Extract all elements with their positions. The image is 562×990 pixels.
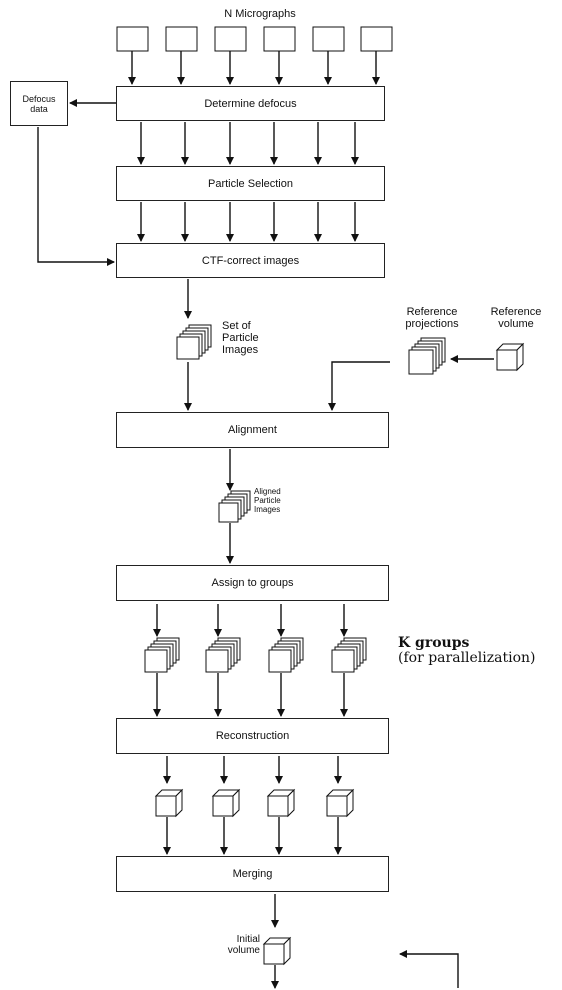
- group-stack-1-front: [144, 649, 168, 673]
- reference-projections-line2: projections: [405, 318, 459, 330]
- aligned-particles-line3: Images: [254, 505, 281, 514]
- group-stack-1: [144, 637, 180, 673]
- initial-volume-line1: Initial: [236, 934, 260, 945]
- defocus-data-box: Defocus data: [10, 81, 68, 126]
- set-of-particles-line1: Set of: [222, 320, 251, 332]
- initial-volume-label: Initial volume: [206, 934, 260, 956]
- reference-projections-label: Reference projections: [392, 306, 472, 330]
- aligned-particle-stack: [218, 490, 251, 523]
- aligned-particle-stack-front: [218, 502, 239, 523]
- reference-projections-line1: Reference: [406, 306, 458, 318]
- reference-volume-label: Reference volume: [476, 306, 556, 330]
- reference-volume-cube-front: [496, 349, 518, 371]
- assign-groups-box: Assign to groups: [116, 565, 389, 601]
- defocus-data-line2: data: [30, 103, 48, 114]
- k-groups-subtitle: (for parallelization): [398, 650, 536, 666]
- group-stack-3-front: [268, 649, 292, 673]
- partial-volume-cube-1-front: [155, 795, 177, 817]
- micrograph-box-1: [116, 26, 149, 52]
- group-stack-4: [331, 637, 367, 673]
- micrographs-label: N Micrographs: [224, 8, 296, 20]
- group-stack-2: [205, 637, 241, 673]
- partial-volume-cube-2: [211, 788, 241, 818]
- reference-volume-line1: Reference: [490, 306, 542, 318]
- reference-projection-stack: [408, 337, 446, 375]
- micrograph-box-3: [214, 26, 247, 52]
- aligned-particles-line2: Particle: [254, 496, 281, 505]
- reference-volume-cube: [495, 342, 525, 372]
- feedback-arrow: [399, 950, 459, 988]
- micrograph-box-4: [263, 26, 296, 52]
- partial-volume-cube-2-front: [212, 795, 234, 817]
- particle-selection-box: Particle Selection: [116, 166, 385, 201]
- reference-volume-line2: volume: [498, 318, 534, 330]
- aligned-particles-label: Aligned Particle Images: [254, 487, 314, 514]
- partial-volume-cube-4-front: [326, 795, 348, 817]
- set-of-particles-line2: Particle: [222, 332, 259, 344]
- partial-volume-cube-3: [266, 788, 296, 818]
- group-stack-2-front: [205, 649, 229, 673]
- particle-image-stack: [176, 324, 212, 360]
- aligned-particles-line1: Aligned: [254, 487, 281, 496]
- projections-to-alignment-arrow: [328, 361, 390, 411]
- set-of-particles-line3: Images: [222, 344, 259, 356]
- alignment-box: Alignment: [116, 412, 389, 448]
- defocus-data-to-ctf-arrow: [37, 127, 115, 266]
- ctf-correct-box: CTF-correct images: [116, 243, 385, 278]
- defocus-data-line1: Defocus: [22, 93, 56, 104]
- group-stack-3: [268, 637, 304, 673]
- reconstruction-box: Reconstruction: [116, 718, 389, 754]
- k-groups-title: K groups: [398, 635, 470, 651]
- micrograph-box-6: [360, 26, 393, 52]
- reference-projection-stack-front: [408, 349, 434, 375]
- k-groups-label: K groups (for parallelization): [398, 636, 562, 666]
- micrograph-box-2: [165, 26, 198, 52]
- group-stack-4-front: [331, 649, 355, 673]
- initial-volume-cube-front: [263, 943, 285, 965]
- micrograph-box-5: [312, 26, 345, 52]
- particle-image-stack-front: [176, 336, 200, 360]
- set-of-particles-label: Set of Particle Images: [222, 320, 292, 356]
- partial-volume-cube-4: [325, 788, 355, 818]
- merging-box: Merging: [116, 856, 389, 892]
- initial-volume-cube: [262, 936, 292, 966]
- partial-volume-cube-1: [154, 788, 184, 818]
- initial-volume-line2: volume: [227, 945, 260, 956]
- determine-defocus-box: Determine defocus: [116, 86, 385, 121]
- partial-volume-cube-3-front: [267, 795, 289, 817]
